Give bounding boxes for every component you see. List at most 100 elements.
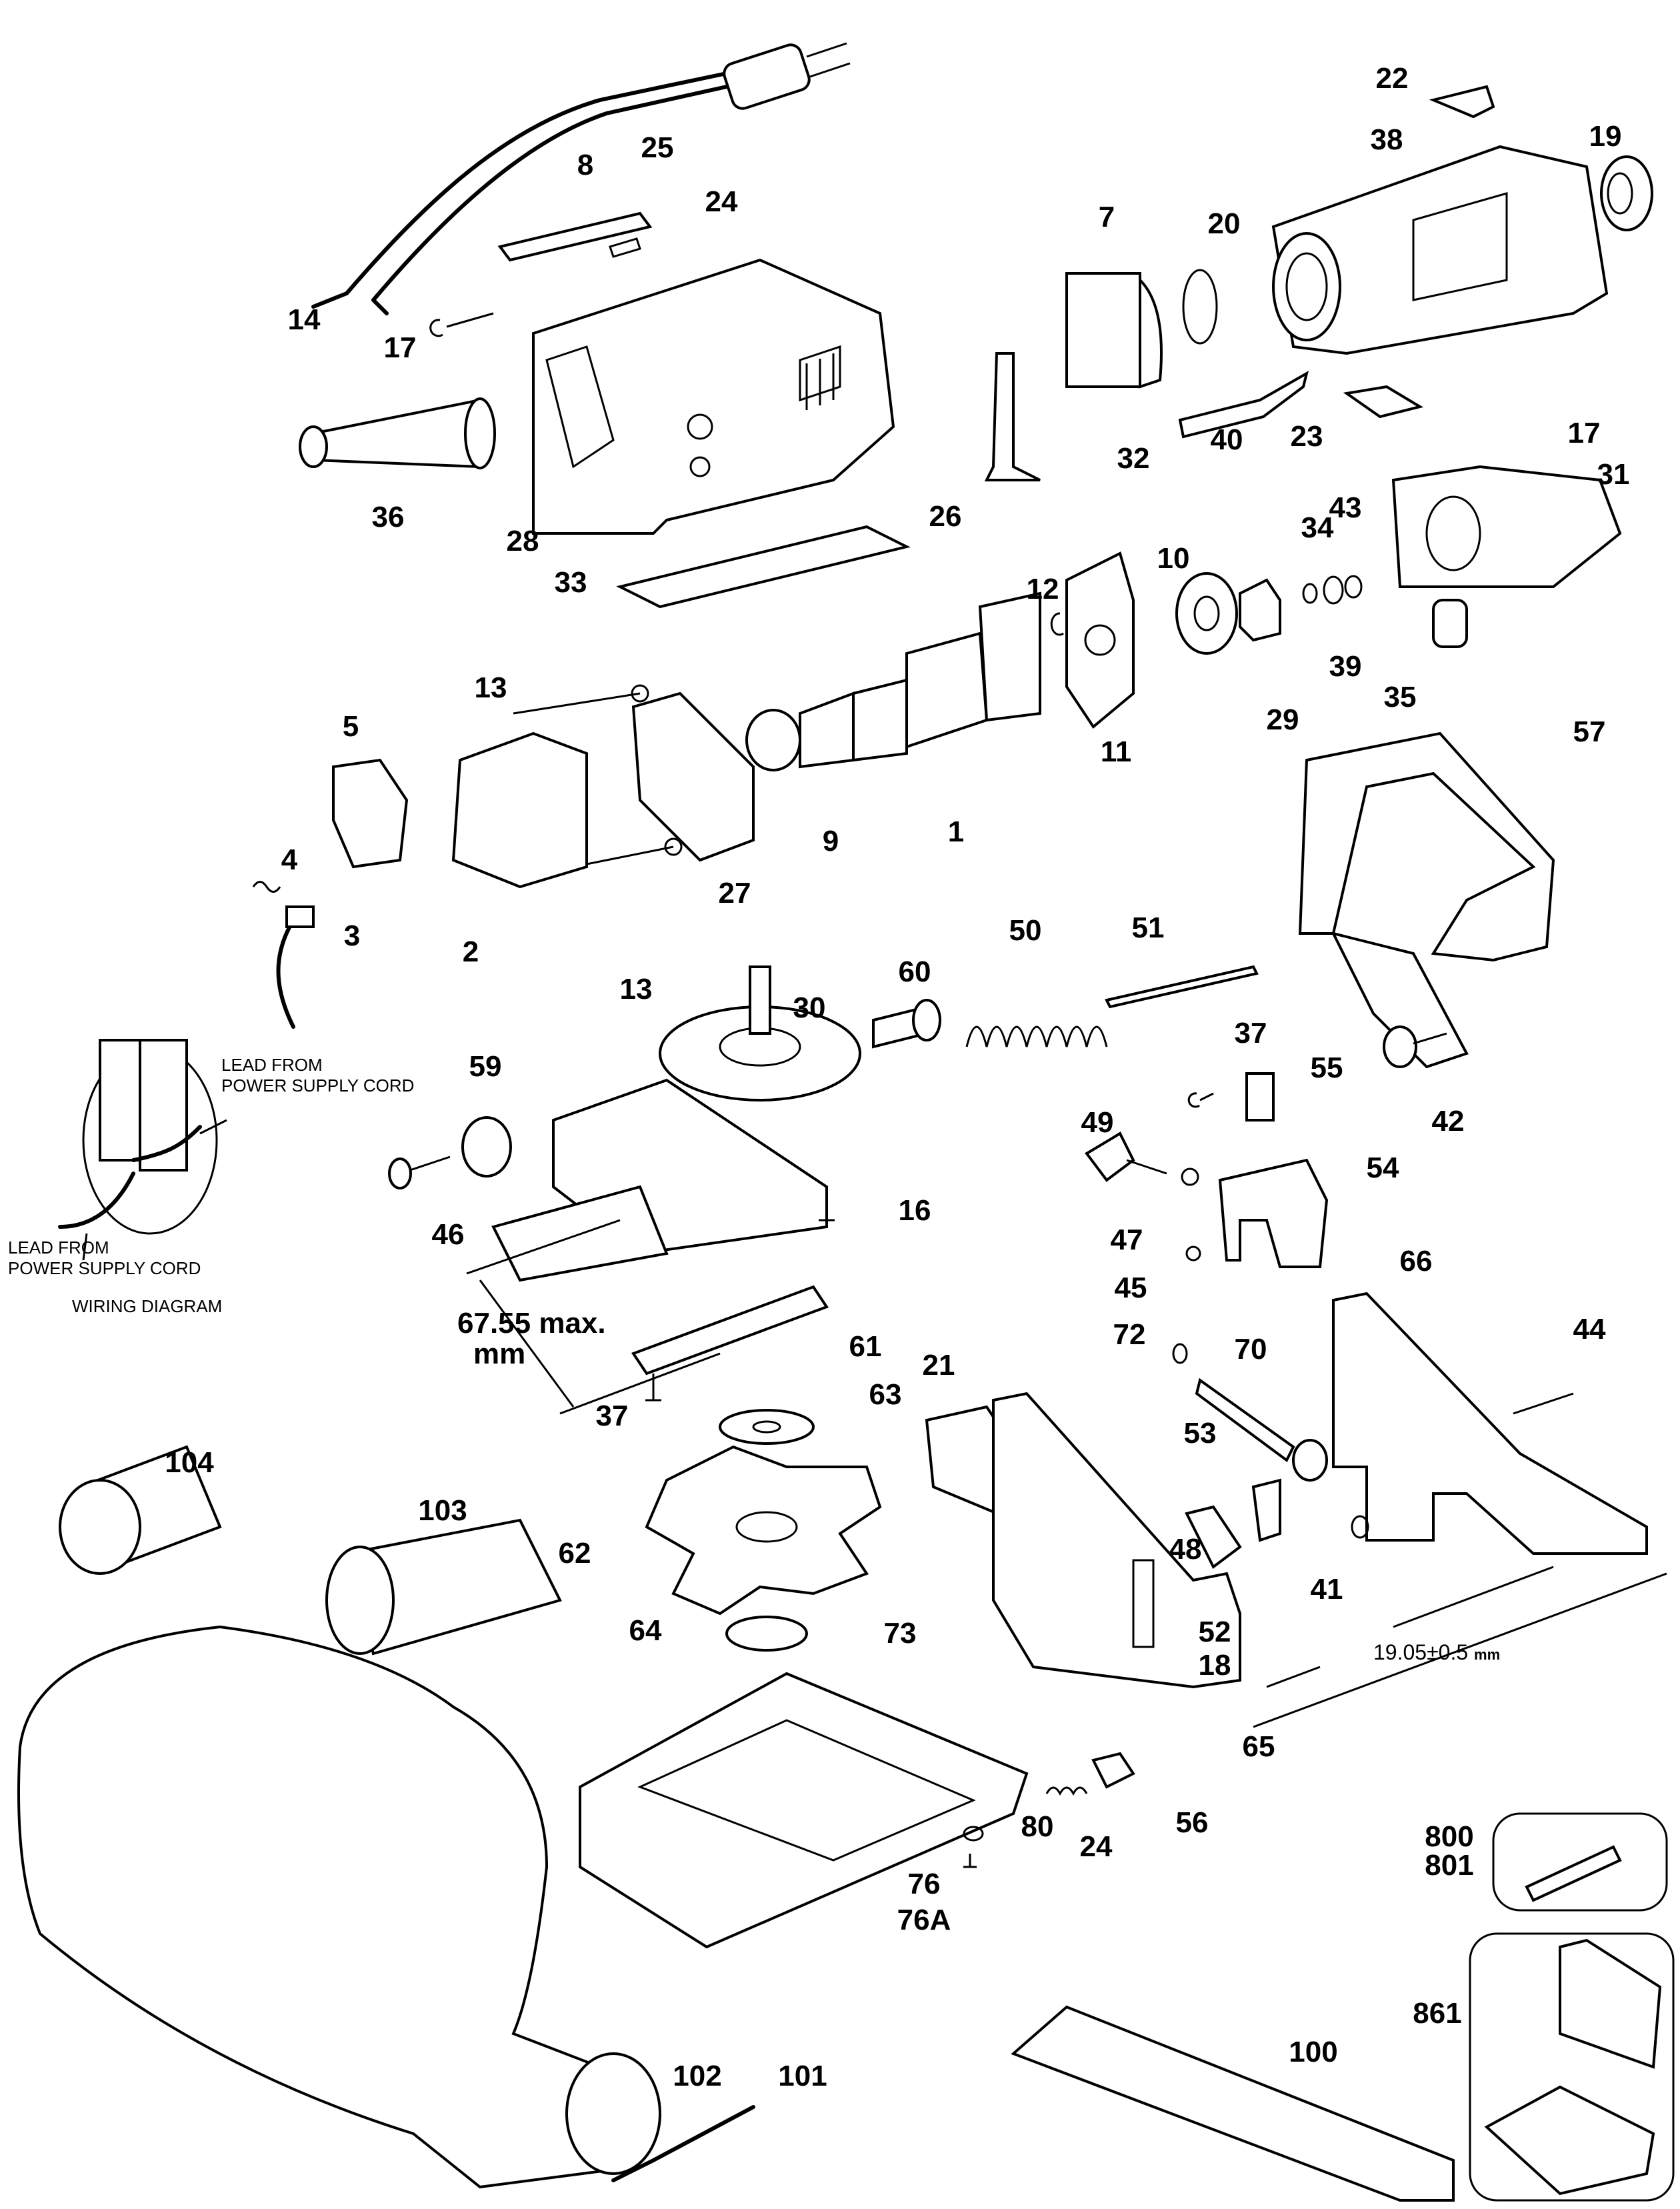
callout-38: 38 — [1370, 123, 1403, 156]
callout-24b: 24 — [1079, 1830, 1113, 1863]
wiring-lead-top-line1: LEAD FROM — [221, 1055, 323, 1075]
brush-kit-box — [1492, 1812, 1668, 1912]
baffle-ring-part — [631, 691, 755, 862]
callout-40: 40 — [1210, 423, 1243, 456]
callout-3: 3 — [343, 919, 361, 952]
callout-24: 24 — [705, 185, 738, 218]
callout-17: 17 — [383, 331, 417, 364]
screw-part-17 — [429, 312, 494, 337]
wiring-lead-bottom-line1: LEAD FROM — [8, 1238, 109, 1258]
brush-lead-part — [276, 918, 295, 1029]
callout-47: 47 — [1110, 1224, 1143, 1256]
callout-80: 80 — [1021, 1810, 1054, 1843]
screw-part-37b — [645, 1374, 661, 1402]
callout-801: 801 — [1425, 1849, 1474, 1882]
screw-part-45 — [1185, 1246, 1201, 1262]
dust-bag-part — [17, 1625, 635, 2189]
callout-73: 73 — [883, 1617, 917, 1650]
screw-part-44 — [1513, 1392, 1574, 1415]
kit-box-case — [1469, 1932, 1675, 2202]
callout-55: 55 — [1310, 1051, 1343, 1084]
spring-part-24 — [1045, 1786, 1088, 1796]
wiring-lead-top-line2: POWER SUPPLY CORD — [221, 1075, 415, 1096]
hex-key-part — [611, 2105, 755, 2182]
callout-63: 63 — [869, 1378, 902, 1411]
spring-part-50 — [965, 1025, 1108, 1047]
callout-42: 42 — [1431, 1105, 1465, 1138]
callout-7: 7 — [1098, 201, 1115, 233]
callout-104: 104 — [165, 1446, 214, 1479]
callout-57: 57 — [1573, 715, 1606, 748]
blade-depth-value: 67.55 max. — [457, 1307, 606, 1340]
o-ring-part — [1182, 269, 1218, 345]
blade-guide-part — [631, 1285, 829, 1376]
label-plate-part — [1429, 85, 1495, 119]
screw-part-37a — [1187, 1092, 1214, 1108]
switch-part — [1065, 272, 1141, 388]
callout-21: 21 — [922, 1349, 955, 1382]
screw-part-46 — [388, 1158, 412, 1190]
handle-part — [1298, 731, 1555, 1069]
pad-part — [1343, 385, 1424, 419]
flange-part-64 — [725, 1616, 808, 1652]
wiring-lead-top: LEAD FROM POWER SUPPLY CORD — [221, 1055, 414, 1096]
callout-45: 45 — [1114, 1272, 1147, 1304]
callout-22: 22 — [1375, 62, 1409, 95]
field-coil-part — [451, 731, 588, 889]
screw-part-16 — [819, 1194, 835, 1222]
callout-8: 8 — [577, 149, 594, 181]
clamp-part-53 — [1251, 1478, 1281, 1542]
callout-37a: 37 — [1234, 1017, 1267, 1049]
callout-25: 25 — [641, 131, 674, 164]
callout-70: 70 — [1234, 1333, 1267, 1366]
callout-64: 64 — [629, 1614, 662, 1647]
pinion-gear-part — [1239, 578, 1281, 642]
callout-100: 100 — [1289, 2036, 1338, 2068]
callout-29: 29 — [1266, 703, 1299, 736]
angle-plate-part — [1218, 1158, 1329, 1268]
slide-part — [616, 525, 911, 609]
power-cord-part — [311, 42, 851, 315]
base-plate-part — [579, 1672, 1029, 1949]
callout-51: 51 — [1131, 911, 1165, 944]
callout-28: 28 — [506, 525, 539, 557]
callout-5: 5 — [342, 710, 359, 743]
armature-part — [745, 591, 1041, 771]
callout-13b: 13 — [619, 973, 653, 1005]
callout-101: 101 — [778, 2060, 827, 2092]
callout-26: 26 — [929, 500, 962, 533]
field-housing-part — [1271, 145, 1609, 355]
bushing-part — [1432, 599, 1468, 648]
callout-39: 39 — [1329, 650, 1362, 683]
knob-part-59 — [461, 1116, 512, 1178]
callout-65: 65 — [1242, 1730, 1275, 1763]
callout-10: 10 — [1157, 542, 1190, 575]
washer-part-47 — [1181, 1168, 1199, 1186]
callout-30: 30 — [793, 991, 826, 1024]
callout-103: 103 — [418, 1494, 467, 1527]
callout-2: 2 — [462, 935, 479, 968]
callout-19: 19 — [1589, 120, 1622, 153]
callout-33: 33 — [554, 566, 587, 599]
callout-14: 14 — [287, 303, 321, 336]
callout-53: 53 — [1183, 1417, 1217, 1450]
callout-12: 12 — [1026, 573, 1059, 605]
callout-37b: 37 — [595, 1400, 629, 1432]
callout-31: 31 — [1597, 458, 1630, 491]
callout-16: 16 — [898, 1194, 931, 1227]
washer-part-80 — [963, 1826, 984, 1842]
callout-13a: 13 — [474, 671, 507, 704]
callout-41: 41 — [1310, 1573, 1343, 1606]
bracket-part — [984, 352, 1041, 481]
callout-861: 861 — [1413, 1997, 1462, 2030]
bearing-part-10 — [1175, 572, 1238, 655]
callout-50: 50 — [1009, 914, 1042, 947]
wiring-diagram — [58, 1039, 227, 1261]
callout-54: 54 — [1366, 1152, 1399, 1184]
callout-27: 27 — [718, 877, 751, 909]
screw-part-76 — [963, 1854, 977, 1868]
callout-56: 56 — [1175, 1806, 1209, 1839]
washer-part-63 — [719, 1409, 815, 1445]
fence-height-dimension: 19.05±0.5 mm — [1373, 1640, 1500, 1665]
callout-72: 72 — [1113, 1318, 1146, 1351]
